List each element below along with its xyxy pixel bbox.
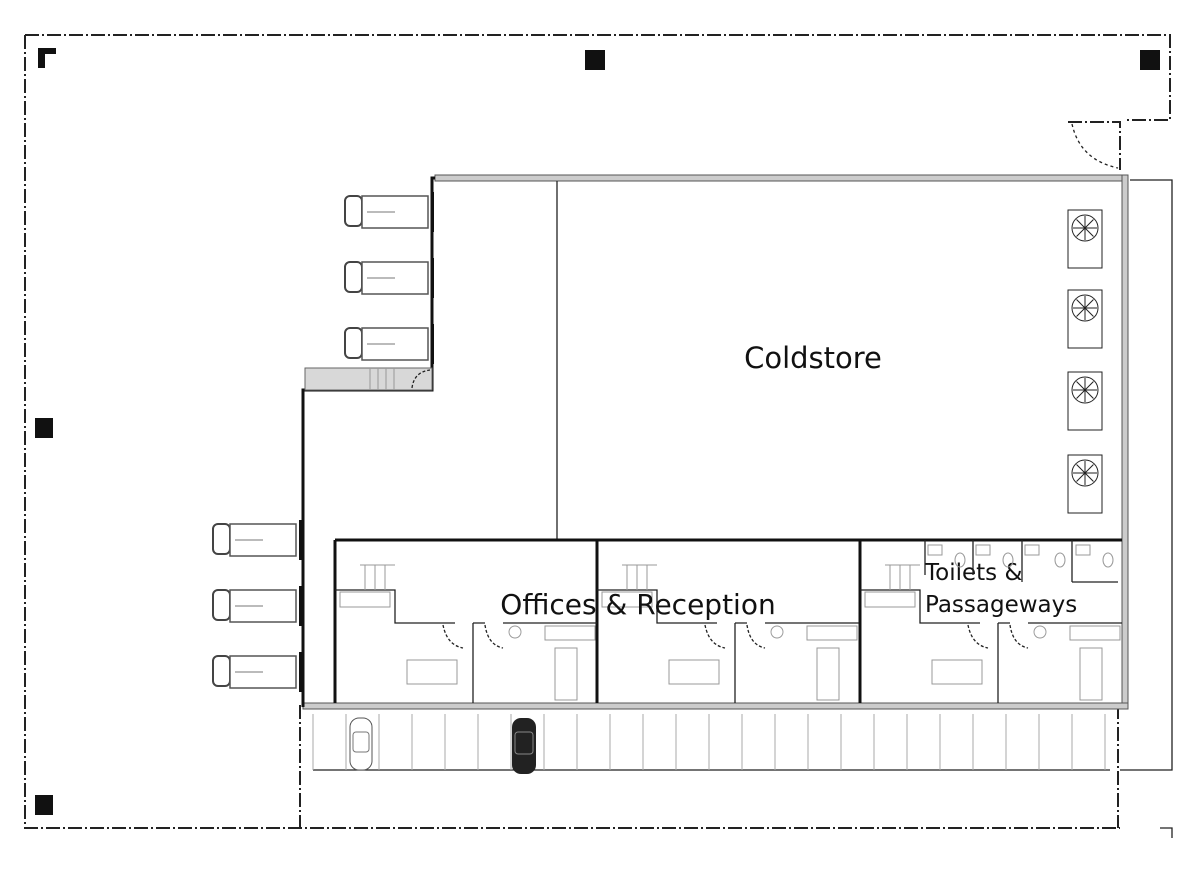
offices-label: Offices & Reception (500, 588, 775, 621)
office-unit (860, 564, 1122, 703)
sink-icon (508, 625, 522, 639)
office-block[interactable]: Offices & Reception Toilets & Passageway… (333, 538, 1122, 703)
door-swing (704, 624, 766, 649)
truck-icon (344, 192, 434, 232)
evaporator-fan-icon (1067, 289, 1103, 349)
parking-area (312, 714, 1110, 774)
dock-door (299, 586, 302, 626)
column (35, 418, 53, 438)
car-parked-white (349, 717, 373, 771)
truck-icon (212, 652, 302, 692)
desk (931, 659, 983, 685)
truck-icon (212, 520, 302, 560)
loading-bays (212, 192, 434, 692)
column (35, 795, 53, 815)
sink-icon (1033, 625, 1047, 639)
door-swing (967, 624, 1029, 649)
counter (544, 625, 596, 641)
truck-icon (212, 586, 302, 626)
column (1140, 50, 1160, 70)
desk (1079, 647, 1103, 701)
dock-door (431, 192, 434, 232)
desk (406, 659, 458, 685)
stair-icon (601, 564, 657, 608)
stair-icon (864, 564, 920, 608)
toilets-label-line2: Passageways (925, 592, 1077, 618)
column (38, 48, 56, 68)
door-swing (442, 624, 504, 649)
car-parked-black (512, 718, 536, 774)
dock-door (299, 652, 302, 692)
loading-ramp (304, 367, 433, 391)
counter (806, 625, 858, 641)
dock-door (431, 324, 434, 364)
site-boundary (24, 34, 1173, 838)
sink-icon (770, 625, 784, 639)
truck-icon (344, 324, 434, 364)
toilet-cubicles (924, 540, 1118, 583)
dock-door (299, 520, 302, 560)
stair-icon (339, 564, 395, 608)
evaporator-fan-icon (1067, 454, 1103, 514)
column (585, 50, 605, 70)
desk (554, 647, 578, 701)
coldstore-label: Coldstore (744, 341, 882, 375)
building-shell (301, 174, 1129, 710)
evaporator-fan-icon (1067, 209, 1103, 269)
coldstore-room[interactable]: Coldstore (744, 209, 1103, 514)
evaporator-fan-icon (1067, 371, 1103, 431)
truck-icon (344, 258, 434, 298)
desk (668, 659, 720, 685)
counter (1069, 625, 1121, 641)
desk (816, 647, 840, 701)
office-unit (335, 564, 597, 703)
office-unit (597, 564, 859, 703)
dock-door (431, 258, 434, 298)
structural-columns (35, 48, 1160, 815)
